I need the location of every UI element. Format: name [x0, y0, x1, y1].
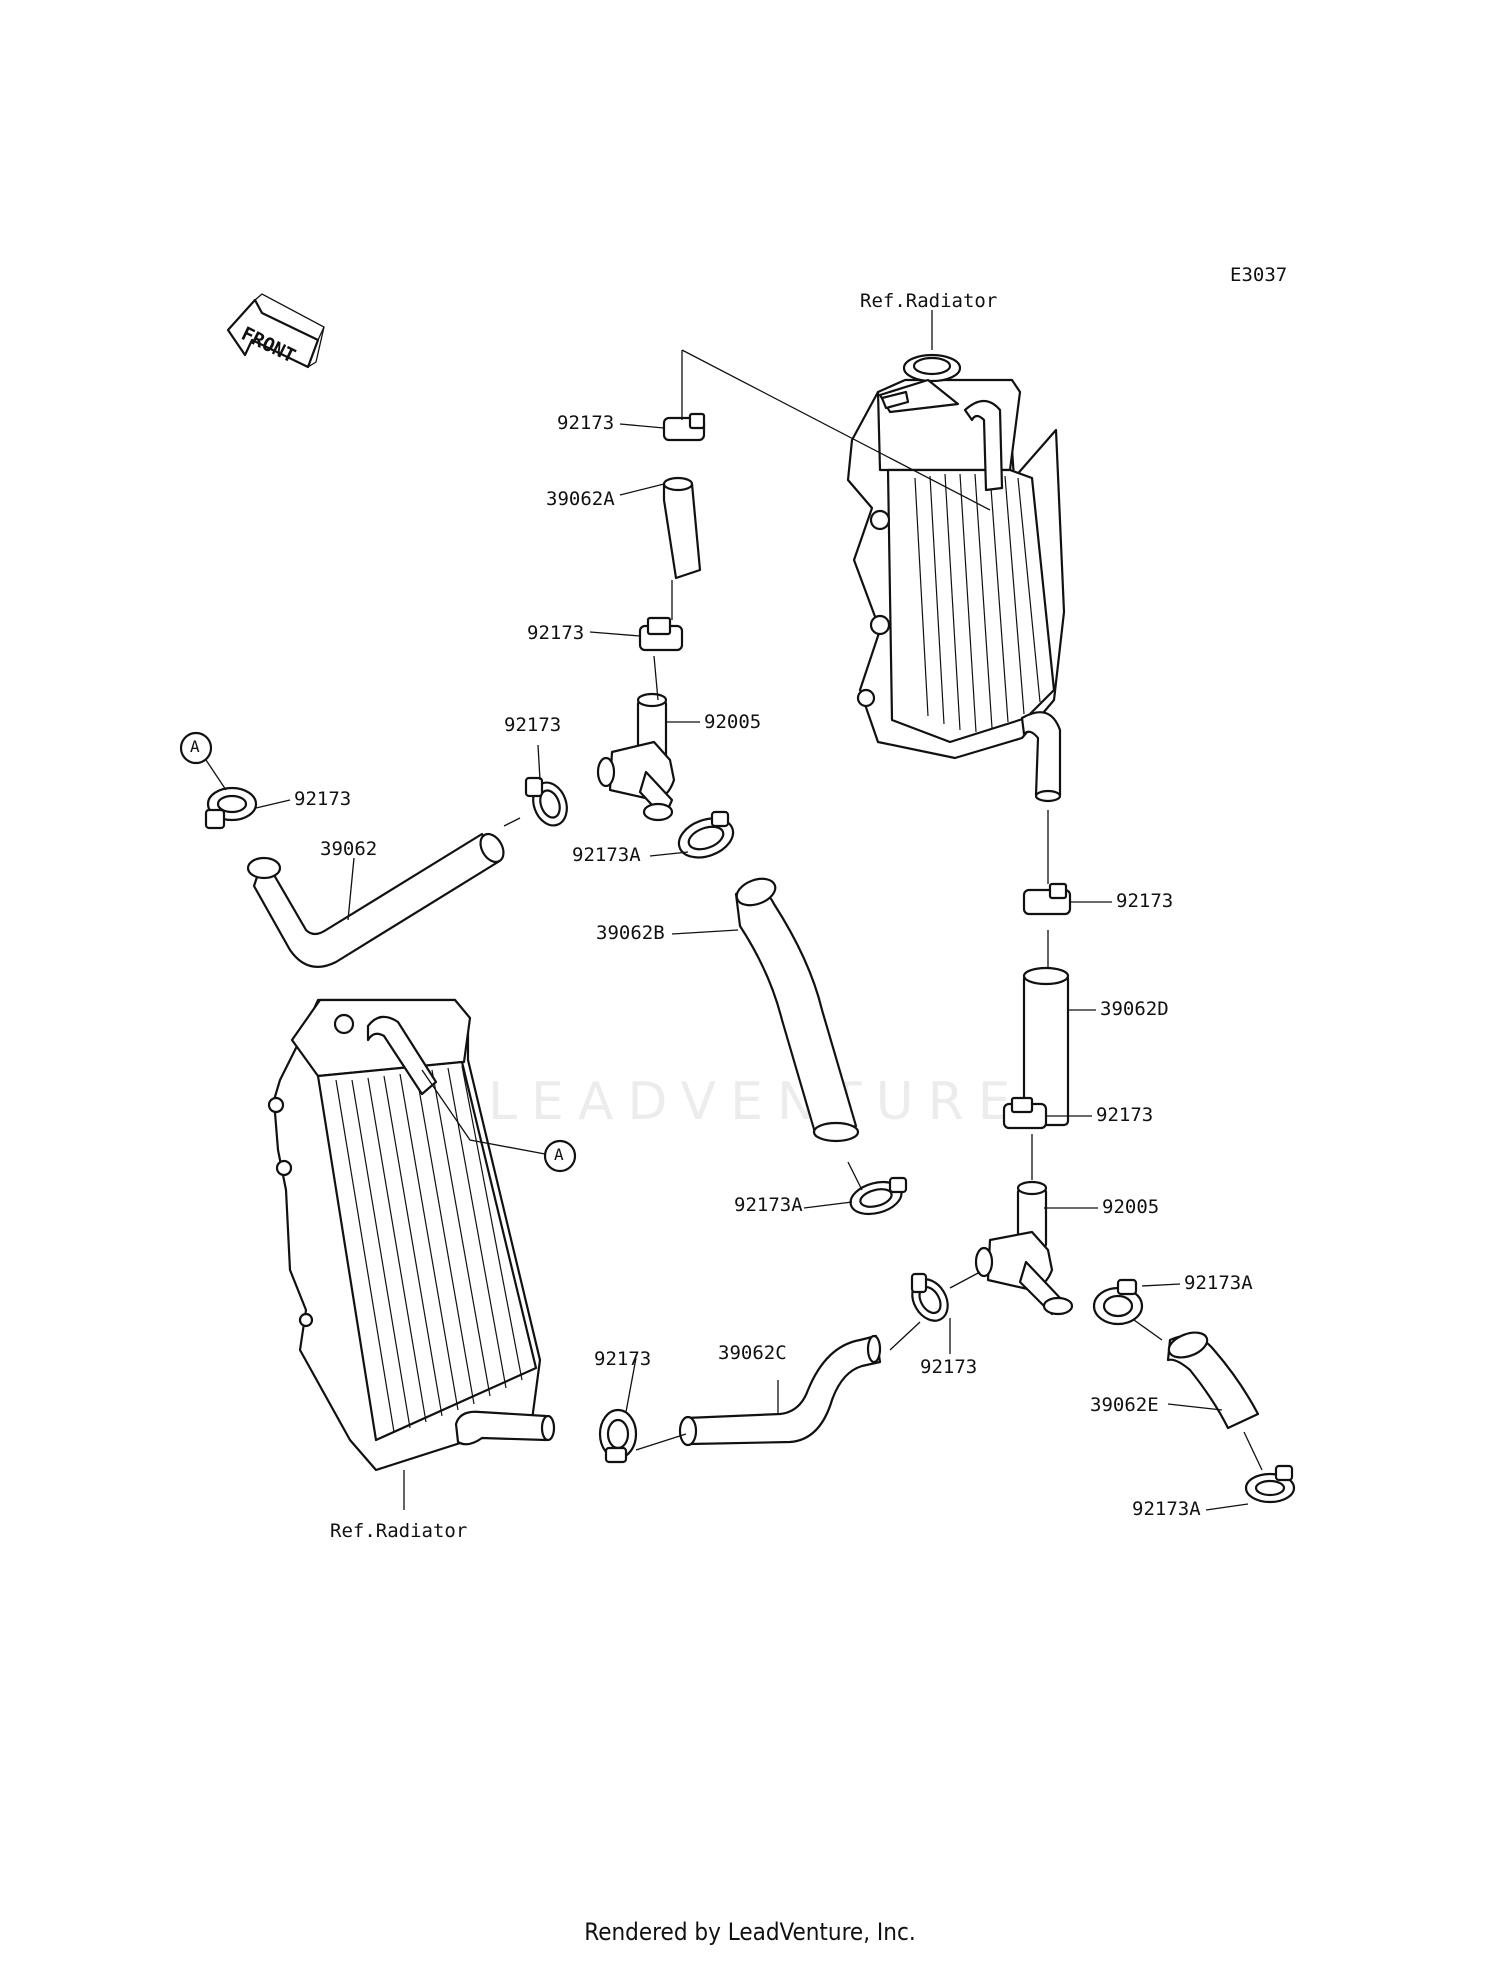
- label-92173-upper-top: 92173: [557, 412, 615, 434]
- callout-a-upper-label: A: [190, 737, 200, 756]
- label-92173A-lower-left: 92173A: [734, 1194, 803, 1216]
- label-92005-upper: 92005: [704, 711, 762, 733]
- watermark-text: LEADVENTURE: [488, 1072, 1025, 1132]
- label-39062B: 39062B: [596, 922, 665, 944]
- clamp-92173-upper-left: [524, 776, 568, 827]
- clamp-92173-right-upper: [1022, 882, 1072, 916]
- footer-credit: Rendered by LeadVenture, Inc.: [584, 1918, 916, 1946]
- label-92173-right-lower: 92173: [1096, 1104, 1154, 1126]
- clamp-92173-upper-top: [662, 412, 706, 442]
- label-92173-lower-mid: 92173: [920, 1356, 978, 1378]
- fitting-92005-lower: [974, 1180, 1074, 1316]
- clamp-92173-upper-second: [638, 616, 684, 652]
- label-92005-lower: 92005: [1102, 1196, 1160, 1218]
- label-92173-lower-left: 92173: [594, 1348, 652, 1370]
- callout-a-lower: [421, 1069, 577, 1173]
- hose-39062: [246, 832, 505, 968]
- hose-39062D: [1022, 966, 1070, 1127]
- clamp-92173-lower-mid: [910, 1272, 949, 1322]
- label-92173-left-hose: 92173: [294, 788, 352, 810]
- label-92173A-upper: 92173A: [572, 844, 641, 866]
- clamp-92173-left-hose: [204, 786, 258, 830]
- ref-radiator-bottom-label: Ref.Radiator: [330, 1520, 468, 1542]
- label-39062: 39062: [320, 838, 378, 860]
- callout-a-lower-label: A: [554, 1145, 564, 1164]
- label-92173A-right: 92173A: [1184, 1272, 1253, 1294]
- clamp-92173A-bottom: [1244, 1464, 1296, 1504]
- ref-radiator-top-label: Ref.Radiator: [860, 290, 998, 312]
- clamp-92173A-upper: [677, 810, 735, 859]
- radiator-upper-right: [846, 353, 1066, 803]
- leader-lines: [255, 310, 1263, 1511]
- label-39062A: 39062A: [546, 488, 615, 510]
- label-92173-upper-second: 92173: [527, 622, 585, 644]
- label-39062E: 39062E: [1090, 1394, 1159, 1416]
- clamp-92173A-right: [1092, 1278, 1144, 1326]
- label-92173-right-upper: 92173: [1116, 890, 1174, 912]
- hose-39062A: [662, 476, 702, 580]
- label-39062D: 39062D: [1100, 998, 1169, 1020]
- hose-39062E: [1166, 1331, 1260, 1430]
- diagram-code: E3037: [1230, 264, 1288, 286]
- front-arrow-icon: FRONT: [226, 293, 325, 369]
- clamp-92173A-lower-left: [849, 1176, 908, 1216]
- clamp-92173-lower-left: [598, 1408, 638, 1464]
- hose-39062C: [678, 1334, 882, 1447]
- label-92173-upper-left: 92173: [504, 714, 562, 736]
- label-39062C: 39062C: [718, 1342, 787, 1364]
- clamp-92173-right-lower: [1002, 1096, 1048, 1130]
- radiator-lower-left: [267, 998, 556, 1472]
- label-92173A-bottom: 92173A: [1132, 1498, 1201, 1520]
- hose-39062B: [734, 877, 860, 1143]
- fitting-92005-upper: [596, 692, 676, 822]
- callout-a-upper: [179, 731, 227, 791]
